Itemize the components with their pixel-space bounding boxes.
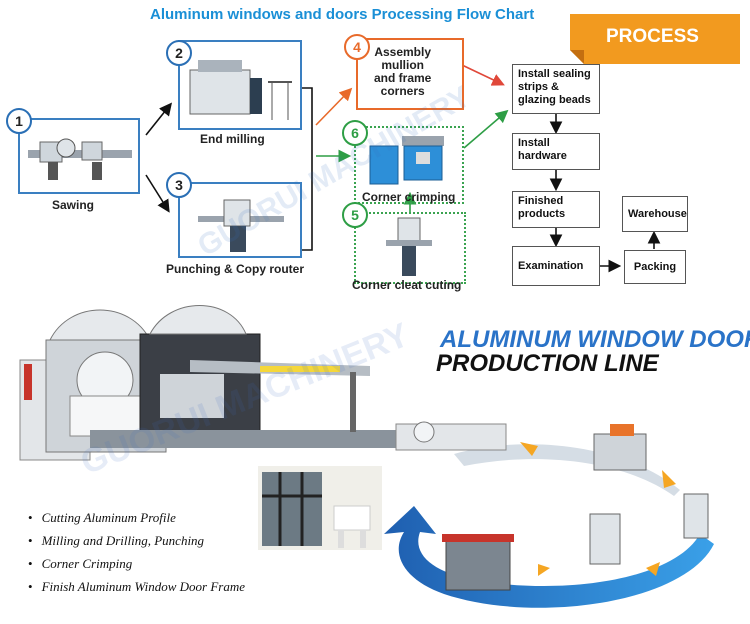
- step-1-number: 1: [6, 108, 32, 134]
- step-4-label: Assembly mullion and frame corners: [374, 45, 432, 98]
- flow-warehouse: Warehouse: [622, 196, 688, 232]
- step-6-number: 6: [342, 120, 368, 146]
- step-6-box: [354, 126, 464, 204]
- process-label: PROCESS: [606, 26, 699, 47]
- flow-install-hardware: Install hardware: [512, 133, 600, 170]
- punching-router-machine-image: [198, 199, 284, 252]
- step-4-box: [356, 38, 464, 110]
- step-2-number: 2: [166, 40, 192, 66]
- headline-production-line: PRODUCTION LINE: [436, 350, 659, 377]
- step-5-box: [354, 212, 466, 284]
- step-2-box: [178, 40, 302, 130]
- step-3-box: [178, 182, 302, 258]
- bullet-item: Corner Crimping: [28, 556, 245, 572]
- headline-aluminum: ALUMINUM WINDOW DOOR: [440, 326, 750, 353]
- step-6-label: Corner crimping: [362, 190, 456, 204]
- flow-packing: Packing: [624, 250, 686, 284]
- step-3-label: Punching & Copy router: [166, 262, 304, 276]
- process-tag: [570, 14, 740, 64]
- window-door-photo: [258, 466, 382, 550]
- bullet-item: Milling and Drilling, Punching: [28, 533, 245, 549]
- flow-install-sealing: Install sealing strips & glazing beads: [512, 64, 600, 114]
- step-3-number: 3: [166, 172, 192, 198]
- flow-examination: Examination: [512, 246, 600, 286]
- step-4-number: 4: [344, 34, 370, 60]
- step-5-label: Corner cleat cuting: [352, 278, 462, 292]
- bullet-item: Cutting Aluminum Profile: [28, 510, 245, 526]
- flow-connectors: [145, 64, 661, 273]
- bullet-list: Cutting Aluminum Profile Milling and Dri…: [28, 510, 245, 602]
- sawing-machine-image: [28, 138, 132, 180]
- step-5-number: 5: [342, 202, 368, 228]
- step-2-label: End milling: [200, 132, 265, 146]
- end-milling-machine-image: [189, 60, 292, 120]
- corner-crimping-machine-image: [369, 136, 444, 185]
- step-1-label: Sawing: [52, 198, 95, 212]
- bullet-item: Finish Aluminum Window Door Frame: [28, 579, 245, 595]
- flow-finished-products: Finished products: [512, 191, 600, 228]
- step-1-box: [18, 118, 140, 194]
- production-line-cycle-graphic: [384, 421, 714, 608]
- chart-title: Aluminum windows and doors Processing Fl…: [150, 6, 535, 23]
- corner-cleat-cutting-machine-image: [386, 217, 432, 276]
- double-head-saw-image: [19, 305, 400, 461]
